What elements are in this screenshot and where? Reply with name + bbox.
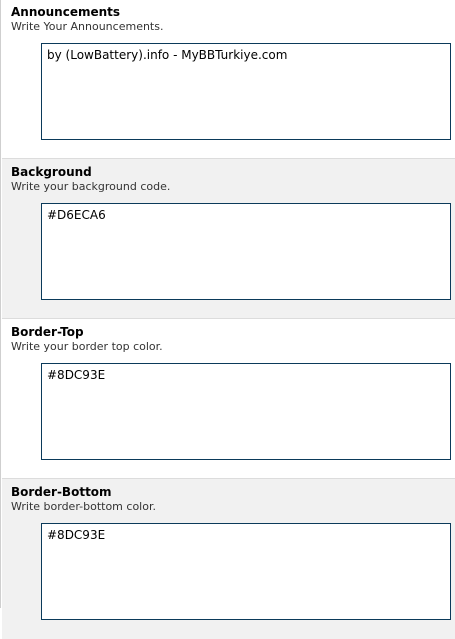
setting-title: Background <box>11 165 92 179</box>
setting-title: Border-Top <box>11 325 84 339</box>
setting-description: Write border-bottom color. <box>11 500 156 513</box>
setting-announcements: Announcements Write Your Announcements. … <box>2 0 455 159</box>
setting-description: Write your border top color. <box>11 340 163 353</box>
background-textarea[interactable]: #D6ECA6 <box>41 203 451 300</box>
setting-description: Write Your Announcements. <box>11 20 164 33</box>
border-bottom-textarea[interactable]: #8DC93E <box>41 523 451 620</box>
setting-title: Announcements <box>11 5 121 19</box>
border-top-textarea[interactable]: #8DC93E <box>41 363 451 460</box>
setting-border-bottom: Border-Bottom Write border-bottom color.… <box>2 479 455 639</box>
setting-border-top: Border-Top Write your border top color. … <box>2 319 455 479</box>
setting-description: Write your background code. <box>11 180 171 193</box>
setting-background: Background Write your background code. #… <box>2 159 455 319</box>
setting-title: Border-Bottom <box>11 485 112 499</box>
announcements-textarea[interactable]: by (LowBattery).info - MyBBTurkiye.com <box>41 43 451 140</box>
